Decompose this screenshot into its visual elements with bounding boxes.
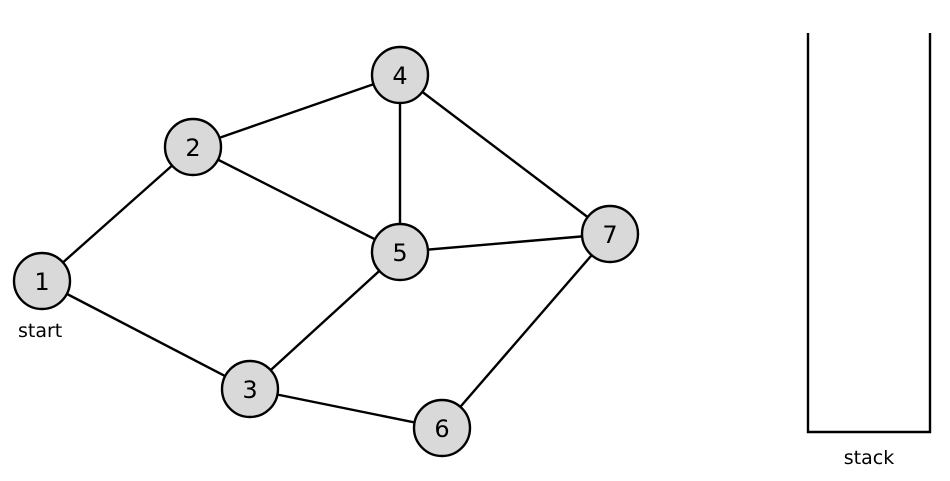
nodes-layer: 1 2 3 4 5 6 7 <box>12 45 640 458</box>
stack-container <box>806 33 932 434</box>
node-circle-1 <box>12 251 72 311</box>
edge-4-7 <box>399 74 611 235</box>
node-circle-6 <box>412 398 472 458</box>
node-label-3: 3 <box>242 376 257 404</box>
edges-layer <box>41 73 611 430</box>
node-circle-2 <box>163 117 223 177</box>
node-circle-3 <box>220 359 280 419</box>
node-label-4: 4 <box>392 62 407 90</box>
edge-2-4 <box>192 73 401 149</box>
edge-2-5 <box>192 145 401 254</box>
node-3: 3 <box>220 359 280 419</box>
edge-1-3 <box>41 279 251 391</box>
node-circle-4 <box>370 45 430 105</box>
node-4: 4 <box>370 45 430 105</box>
node-2: 2 <box>163 117 223 177</box>
edge-3-6 <box>249 387 443 430</box>
edge-6-7 <box>441 233 611 429</box>
edge-1-2 <box>41 146 194 282</box>
node-5: 5 <box>370 222 430 282</box>
node-label-5: 5 <box>392 239 407 267</box>
node-circle-7 <box>580 204 640 264</box>
start-label: start <box>18 320 62 342</box>
node-6: 6 <box>412 398 472 458</box>
node-7: 7 <box>580 204 640 264</box>
node-label-1: 1 <box>34 268 49 296</box>
node-1: 1 <box>12 251 72 311</box>
edge-5-7 <box>399 232 611 254</box>
node-label-2: 2 <box>185 134 200 162</box>
stack-label: stack <box>844 447 894 469</box>
node-label-7: 7 <box>602 221 617 249</box>
edge-5-3 <box>249 251 401 390</box>
node-label-6: 6 <box>434 415 449 443</box>
node-circle-5 <box>370 222 430 282</box>
